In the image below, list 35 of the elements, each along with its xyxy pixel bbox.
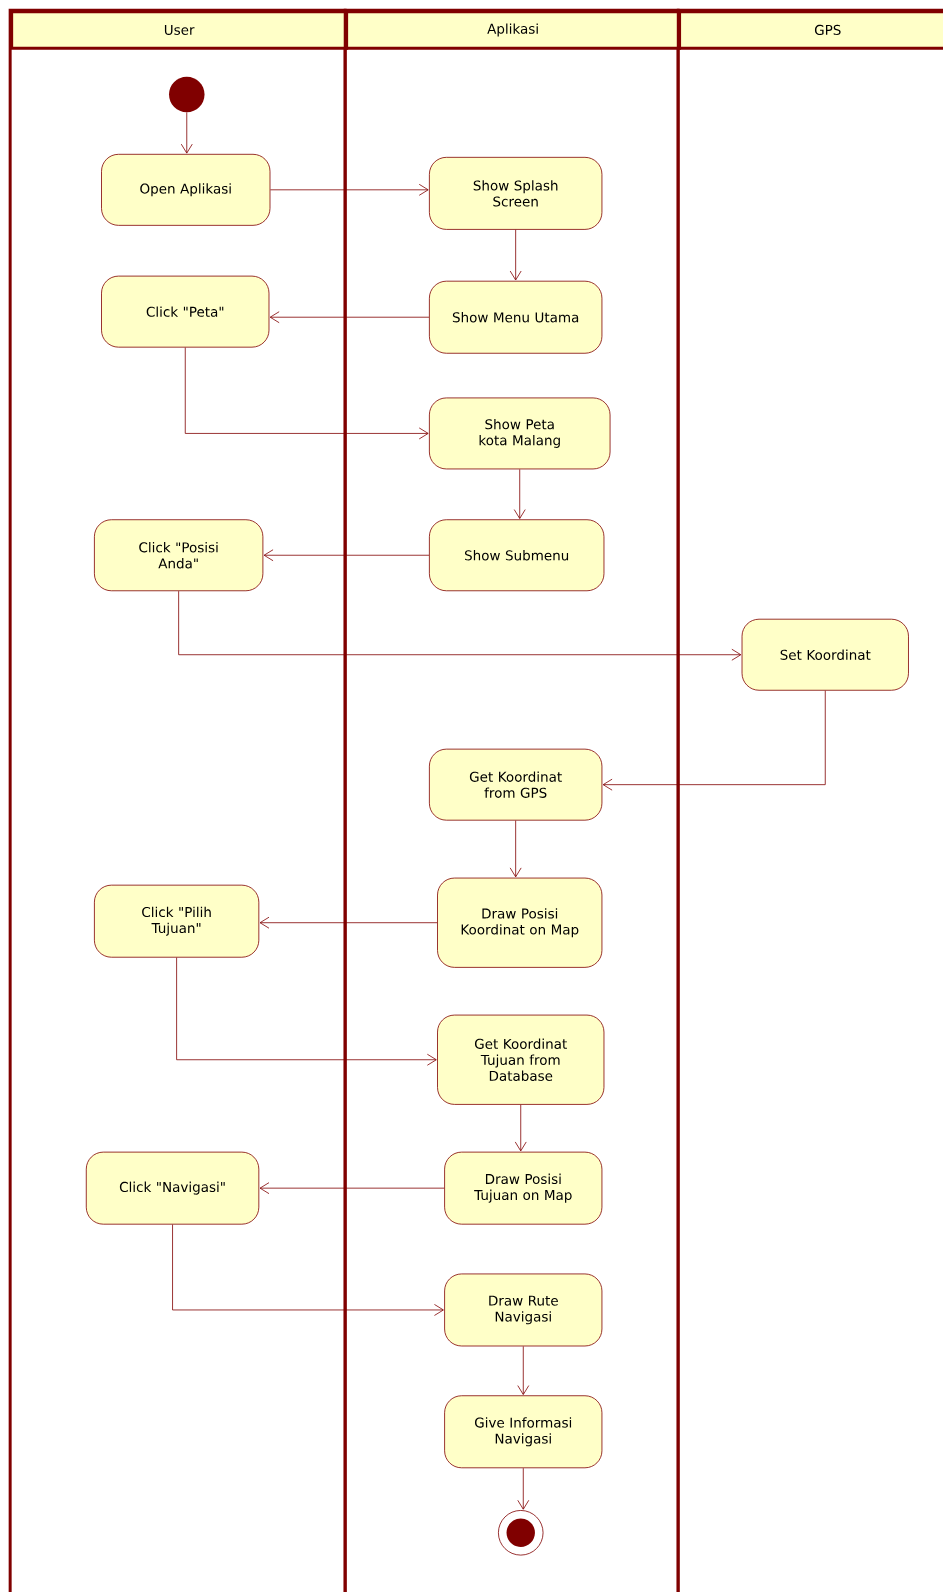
arrow — [514, 1104, 527, 1152]
activity-box: Draw Rute Navigasi — [444, 1273, 603, 1347]
arrow — [270, 183, 429, 196]
arrow — [180, 111, 193, 154]
arrow — [517, 1346, 530, 1395]
arrow — [269, 311, 430, 324]
arrow — [517, 1467, 530, 1510]
activity-box: Give Informasi Navigasi — [444, 1395, 603, 1469]
activity-box: Set Koordinat — [741, 618, 909, 691]
activity-box: Draw Posisi Koordinat on Map — [437, 877, 603, 968]
activity-box: Draw Posisi Tujuan on Map — [444, 1151, 603, 1225]
activity-box: Click "Peta" — [101, 275, 270, 348]
arrow — [509, 820, 522, 878]
activity-box: Get Koordinat from GPS — [429, 748, 603, 821]
arrow — [259, 1182, 445, 1195]
arrow — [602, 690, 826, 791]
activity-box: Show Submenu — [429, 519, 605, 592]
arrow — [513, 468, 526, 519]
activity-box: Click "Pilih Tujuan" — [94, 884, 260, 958]
activity-box: Show Menu Utama — [429, 280, 603, 354]
activity-box: Open Aplikasi — [101, 153, 271, 226]
arrow — [263, 549, 430, 562]
arrow — [259, 916, 438, 929]
final-node — [498, 1510, 544, 1556]
activity-box: Get Koordinat Tujuan from Database — [437, 1014, 605, 1105]
arrow — [176, 957, 437, 1066]
initial-node — [169, 76, 205, 113]
arrow — [172, 1224, 444, 1316]
activity-box: Show Splash Screen — [429, 156, 603, 230]
arrow — [509, 229, 522, 281]
activity-box: Show Peta kota Malang — [429, 397, 611, 470]
arrow — [184, 347, 429, 440]
activity-box: Click "Navigasi" — [85, 1151, 260, 1225]
arrow — [178, 590, 742, 661]
activity-box: Click "Posisi Anda" — [94, 519, 264, 592]
